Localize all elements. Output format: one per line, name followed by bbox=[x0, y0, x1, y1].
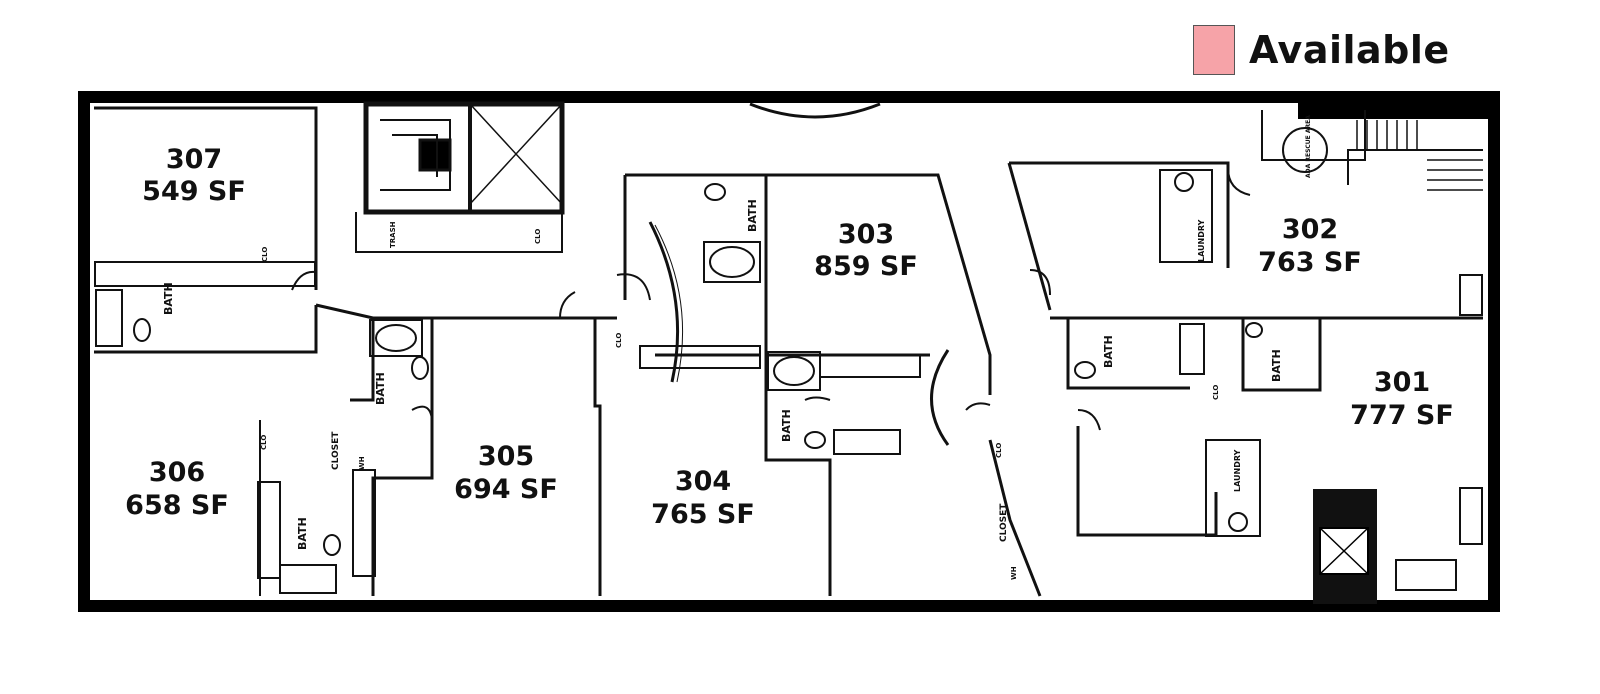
unit-303-area: 859 SF bbox=[814, 251, 918, 282]
legend-label: Available bbox=[1249, 28, 1450, 72]
unit-307-area: 549 SF bbox=[142, 176, 246, 207]
closet-label-306: CLOSET bbox=[331, 431, 341, 470]
unit-301-area: 777 SF bbox=[1350, 400, 1454, 431]
fixtures bbox=[94, 102, 1483, 594]
wh-label-306: WH bbox=[358, 456, 366, 470]
top-right-wall-block bbox=[1298, 97, 1494, 119]
tub-305 bbox=[369, 319, 423, 357]
tub-306 bbox=[279, 564, 337, 594]
unit-307-number: 307 bbox=[166, 144, 222, 175]
unit-304-area: 765 SF bbox=[651, 499, 755, 530]
clo-label-305: CLO bbox=[615, 333, 623, 348]
interior-walls bbox=[94, 101, 1483, 597]
bath-label-306: BATH bbox=[296, 517, 309, 550]
laundry-label-302: LAUNDRY bbox=[1197, 219, 1206, 262]
unit-307-walls bbox=[94, 106, 318, 290]
unit-306-area: 658 SF bbox=[125, 490, 229, 521]
legend-swatch-available bbox=[1193, 25, 1235, 75]
clo-label-core: CLO bbox=[534, 229, 542, 244]
clo-label-302: CLO bbox=[1212, 385, 1220, 400]
closet-label-303: CLOSET bbox=[999, 503, 1009, 542]
legend: Available bbox=[1193, 22, 1450, 78]
unit-306-number: 306 bbox=[149, 457, 205, 488]
bath-label-301: BATH bbox=[1270, 349, 1283, 382]
tub-307 bbox=[95, 289, 123, 347]
clo-label-307: CLO bbox=[261, 247, 269, 262]
bath-label-303: BATH bbox=[780, 409, 793, 442]
tub-304 bbox=[703, 241, 761, 283]
laundry-label-301: LAUNDRY bbox=[1233, 449, 1242, 492]
bath-label-305: BATH bbox=[374, 372, 387, 405]
unit-303-number: 303 bbox=[838, 219, 894, 250]
unit-302-area: 763 SF bbox=[1258, 247, 1362, 278]
outer-walls bbox=[78, 91, 1500, 612]
building-core bbox=[1298, 97, 1494, 604]
ada-label: ADA RESCUE AREA bbox=[1305, 115, 1312, 178]
room-labels: BATH BATH BATH BATH BATH BATH BATH CLOSE… bbox=[162, 115, 1312, 580]
clo-label-303: CLO bbox=[995, 443, 1003, 458]
unit-302-number: 302 bbox=[1282, 214, 1338, 245]
wh-label-303: WH bbox=[1010, 566, 1018, 580]
unit-304-number: 304 bbox=[675, 466, 731, 497]
building-perimeter bbox=[78, 91, 1500, 612]
trash-label: TRASH bbox=[389, 221, 397, 248]
bath-label-304: BATH bbox=[746, 199, 759, 232]
unit-305-area: 694 SF bbox=[454, 474, 558, 505]
unit-labels: 307 549 SF 306 658 SF 305 694 SF 304 765… bbox=[125, 144, 1454, 530]
clo-label-306: CLO bbox=[260, 435, 268, 450]
unit-301-number: 301 bbox=[1374, 367, 1430, 398]
unit-305-number: 305 bbox=[478, 441, 534, 472]
bath-label-307: BATH bbox=[162, 282, 175, 315]
bath-label-302: BATH bbox=[1102, 335, 1115, 368]
stair-elevator-core bbox=[363, 101, 565, 215]
